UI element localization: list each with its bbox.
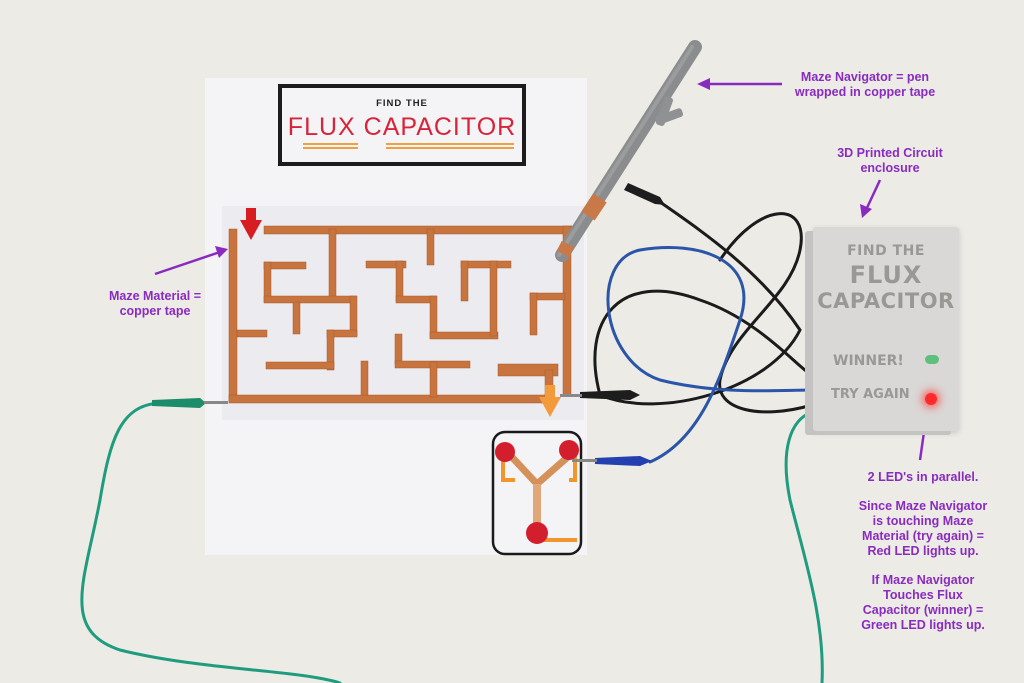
- black-wire-1: [598, 200, 802, 406]
- blue-wire: [606, 246, 814, 464]
- enclosure-try-again-label: TRY AGAIN: [831, 387, 910, 402]
- black-wire-2: [593, 289, 814, 397]
- green-led-icon: [925, 355, 939, 364]
- alligator-clips: [152, 183, 665, 466]
- red-led-icon: [925, 393, 937, 405]
- paper-title-box: FIND THE FLUX CAPACITOR: [278, 84, 526, 166]
- annotation-leds: 2 LED's in parallel. Since Maze Navigato…: [858, 470, 988, 632]
- enclosure-line1: FIND THE: [847, 243, 925, 259]
- title-underline-1: [303, 143, 358, 145]
- flux-capacitor-target: [491, 430, 583, 556]
- green-wire-2: [784, 410, 824, 683]
- blue-clip: [595, 456, 652, 466]
- annotation-arrows: [154, 78, 931, 461]
- start-arrow-icon: [240, 208, 262, 240]
- annotation-enclosure: 3D Printed Circuit enclosure: [837, 146, 943, 175]
- enclosure-winner-label: WINNER!: [833, 353, 904, 369]
- title-underline-2: [386, 143, 514, 145]
- annotation-maze-material: Maze Material = copper tape: [108, 289, 202, 318]
- black-wire-3: [718, 212, 814, 414]
- annotation-navigator: Maze Navigator = pen wrapped in copper t…: [794, 70, 936, 99]
- paper-title-small: FIND THE: [376, 98, 428, 109]
- enclosure-line3: CAPACITOR: [817, 289, 955, 313]
- black-clip-maze: [580, 390, 640, 400]
- circuit-enclosure: FIND THE FLUX CAPACITOR WINNER! TRY AGAI…: [813, 227, 959, 431]
- enclosure-line2: FLUX: [849, 261, 923, 289]
- green-clip: [152, 398, 206, 408]
- wires: [80, 200, 824, 683]
- black-clip-pen: [624, 183, 665, 205]
- maze-navigator-pen: [555, 40, 702, 262]
- paper-title-big: FLUX CAPACITOR: [287, 113, 517, 141]
- green-wire: [80, 401, 342, 683]
- maze-backing: [222, 206, 584, 420]
- finish-arrow-icon: [539, 385, 561, 417]
